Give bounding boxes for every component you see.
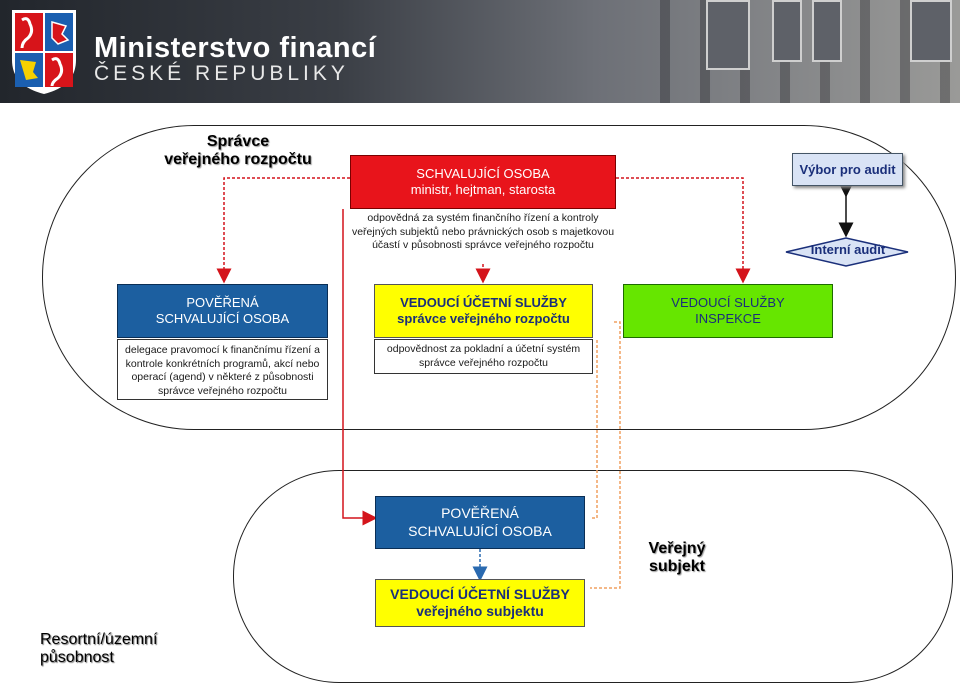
delegated-person-line2: SCHVALUJÍCÍ OSOBA — [155, 311, 290, 326]
inspection-head-line1: VEDOUCÍ SLUŽBY — [671, 294, 785, 310]
delegated-lower-line2: SCHVALUJÍCÍ OSOBA — [408, 522, 552, 539]
approving-person-description: odpovědná za systém finančního řízení a … — [351, 212, 615, 252]
accounting-head-line2: správce veřejného rozpočtu — [397, 311, 570, 326]
audit-committee-box: Výbor pro audit — [792, 153, 903, 186]
entity-accounting-line2: veřejného subjektu — [416, 603, 544, 619]
inspection-head-line2: INSPEKCE — [695, 311, 761, 326]
spravce-label-line2: veřejného rozpočtu — [164, 151, 312, 169]
building-window — [910, 0, 952, 62]
entity-accounting-line1: VEDOUCÍ ÚČETNÍ SLUŽBY — [390, 585, 570, 602]
accounting-head-description: odpovědnost za pokladní a účetní systém … — [374, 339, 593, 374]
delegated-lower-line1: POVĚŘENÁ — [441, 505, 519, 521]
building-window — [772, 0, 802, 62]
jurisdiction-label: Resortní/územní působnost — [40, 631, 200, 668]
ministry-subtitle: ČESKÉ REPUBLIKY — [94, 62, 349, 85]
accounting-head-box: VEDOUCÍ ÚČETNÍ SLUŽBY správce veřejného … — [374, 284, 593, 338]
header-banner: Ministerstvo financí ČESKÉ REPUBLIKY — [0, 0, 960, 103]
budget-administrator-container — [42, 125, 956, 430]
accounting-head-line1: VEDOUCÍ ÚČETNÍ SLUŽBY — [400, 294, 567, 310]
entity-accounting-head-box: VEDOUCÍ ÚČETNÍ SLUŽBY veřejného subjektu — [375, 579, 585, 627]
delegated-approving-person-box: POVĚŘENÁ SCHVALUJÍCÍ OSOBA — [117, 284, 328, 338]
jurisdiction-line1: Resortní/územní — [40, 631, 158, 648]
spravce-label-line1: Správce — [206, 133, 270, 150]
internal-audit-label: Interní audit — [810, 242, 886, 257]
approving-person-box: SCHVALUJÍCÍ OSOBA ministr, hejtman, star… — [350, 155, 616, 209]
approving-person-title: SCHVALUJÍCÍ OSOBA — [416, 165, 550, 181]
delegated-person-description: delegace pravomocí k finančnímu řízení a… — [117, 339, 328, 400]
building-window — [812, 0, 842, 62]
spravce-label: Správce veřejného rozpočtu — [158, 133, 318, 170]
public-entity-line2: subjekt — [648, 558, 705, 576]
public-entity-label: Veřejný subjekt — [630, 540, 724, 577]
delegated-approving-person-lower-box: POVĚŘENÁ SCHVALUJÍCÍ OSOBA — [375, 496, 585, 549]
approving-person-subtitle: ministr, hejtman, starosta — [410, 182, 556, 197]
building-window — [706, 0, 750, 70]
public-entity-container — [233, 470, 953, 683]
inspection-head-box: VEDOUCÍ SLUŽBY INSPEKCE — [623, 284, 833, 338]
jurisdiction-line2: působnost — [40, 649, 114, 667]
public-entity-line1: Veřejný — [648, 540, 706, 557]
delegated-person-line1: POVĚŘENÁ — [186, 294, 259, 310]
czech-emblem-logo — [12, 10, 76, 94]
ministry-title: Ministerstvo financí — [94, 32, 377, 64]
